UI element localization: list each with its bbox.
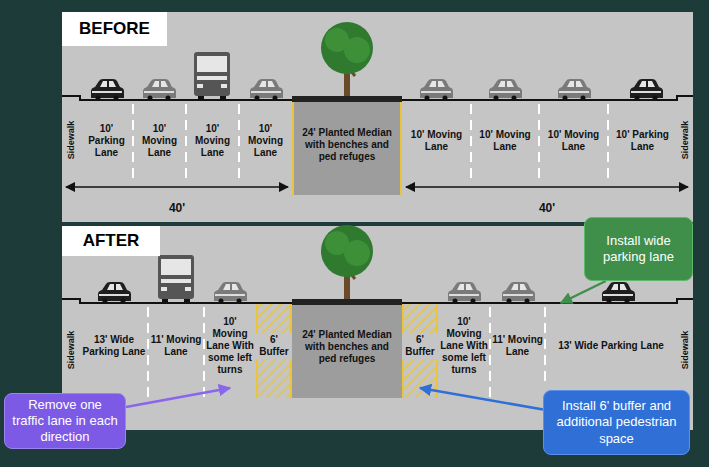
callout-box: Install wide parking lane <box>584 217 693 281</box>
lane-band: 10' Parking Lane <box>608 100 677 182</box>
sidewalk-label: Sidewalk <box>680 121 690 160</box>
node-text: 11' Moving Lane <box>490 334 545 358</box>
node-text: 11' Moving Lane <box>148 334 204 358</box>
lane-band: 10' Moving Lane <box>186 100 239 182</box>
node-text: BEFORE <box>79 19 150 39</box>
node-text: 10' Moving Lane With some left turns <box>438 316 490 376</box>
lane-band: 11' Moving Lane <box>148 303 204 388</box>
lane-band: 10' Moving Lane With some left turns <box>204 303 256 388</box>
title-box: BEFORE <box>62 12 167 46</box>
node-text: 10' Moving Lane <box>239 123 292 159</box>
node-text: 10' Moving Lane <box>402 129 471 153</box>
callout-arrow <box>561 281 606 303</box>
callout-box: Install 6' buffer and additional pedestr… <box>543 390 690 455</box>
node-text: 10' Parking Lane <box>80 123 133 159</box>
lane-band: 10' Parking Lane <box>80 100 133 182</box>
callout-arrow <box>420 388 543 410</box>
title-box: AFTER <box>62 226 160 256</box>
lane-band: 10' Moving Lane <box>402 100 471 182</box>
node-text: 10' Moving Lane <box>539 129 608 153</box>
node-text: 24' Planted Median with benches and ped … <box>301 127 393 163</box>
lane-band: 10' Moving Lane With some left turns <box>438 303 490 388</box>
node-text: 24' Planted Median with benches and ped … <box>301 329 393 365</box>
lane-band: 13' Wide Parking Lane <box>545 303 677 388</box>
buffer-band: 6' Buffer <box>402 303 438 388</box>
node-text: 6' Buffer <box>402 333 438 359</box>
node-text: Install wide parking lane <box>591 233 686 266</box>
node-text: 10' Moving Lane With some left turns <box>204 316 256 376</box>
sidewalk-label: Sidewalk <box>66 331 76 370</box>
lane-band: 10' Moving Lane <box>471 100 539 182</box>
callout-box: Remove one traffic lane in each directio… <box>4 393 126 449</box>
lane-band: 10' Moving Lane <box>133 100 186 182</box>
node-text: 13' Wide Parking Lane <box>80 334 148 358</box>
lane-band: 10' Moving Lane <box>539 100 608 182</box>
node-text: 10' Moving Lane <box>133 123 186 159</box>
node-text: 6' Buffer <box>256 333 292 359</box>
node-text: 10' Parking Lane <box>608 129 677 153</box>
lane-band: 11' Moving Lane <box>490 303 545 388</box>
lane-band: 10' Moving Lane <box>239 100 292 182</box>
node-text: Remove one traffic lane in each directio… <box>11 397 119 446</box>
buffer-band: 6' Buffer <box>256 303 292 388</box>
sidewalk-label: Sidewalk <box>66 121 76 160</box>
dimension-label: 40' <box>539 201 555 215</box>
dimension-label: 40' <box>169 201 185 215</box>
sidewalk-label: Sidewalk <box>680 331 690 370</box>
callout-arrow <box>126 388 230 407</box>
lane-band: 13' Wide Parking Lane <box>80 303 148 388</box>
node-text: 10' Moving Lane <box>186 123 239 159</box>
median-band: 24' Planted Median with benches and ped … <box>292 306 402 388</box>
median-band: 24' Planted Median with benches and ped … <box>292 103 402 187</box>
node-text: 10' Moving Lane <box>471 129 539 153</box>
node-text: AFTER <box>83 231 140 251</box>
node-text: 13' Wide Parking Lane <box>545 340 677 352</box>
node-text: Install 6' buffer and additional pedestr… <box>550 398 683 447</box>
